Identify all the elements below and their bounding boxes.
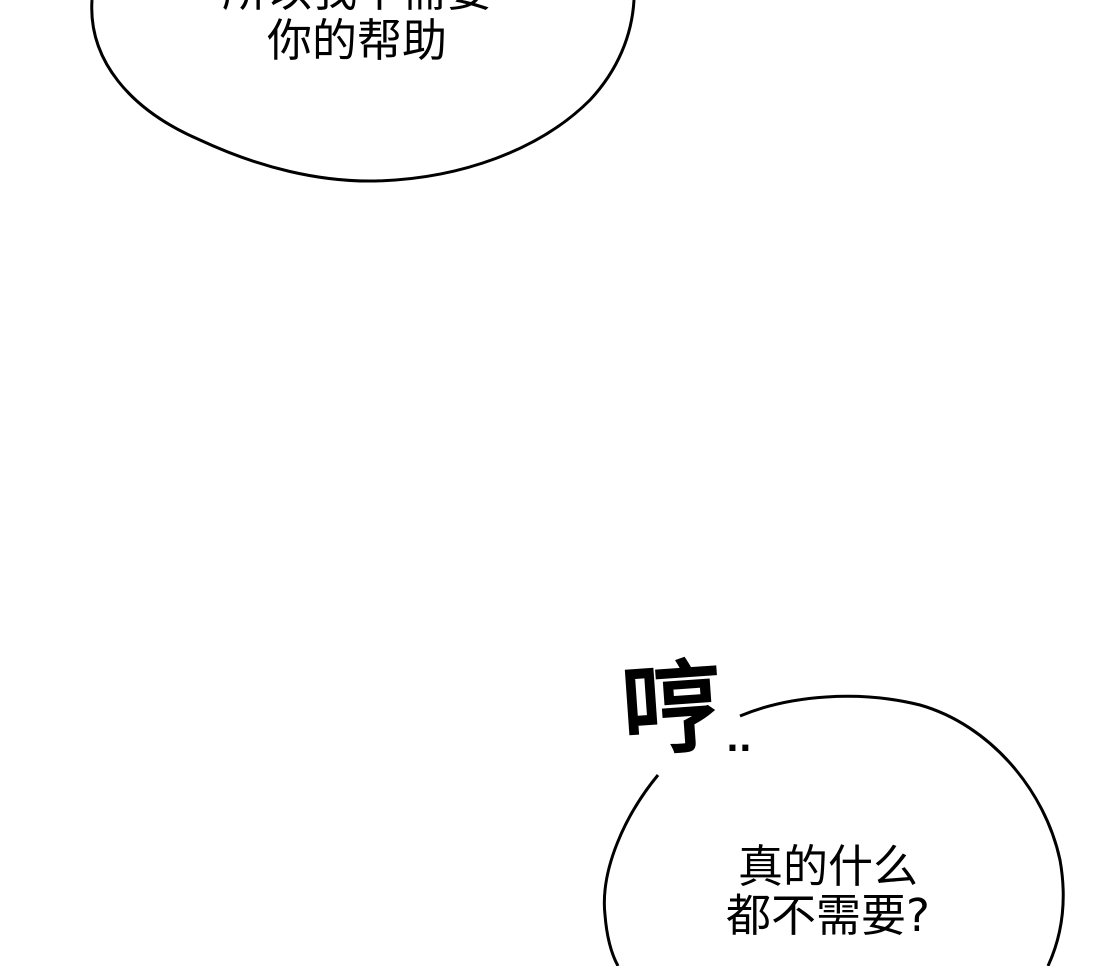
bottom-speech-bubble [602,694,1065,966]
bottom-bubble-line-1: 真的什么 [737,840,918,893]
bottom-bubble-line-2: 都不需要? [726,889,930,942]
top-speech-bubble [90,0,636,183]
top-bubble-line-1: 所以我不需要 [157,0,557,15]
sound-effect-hmph: 哼 [618,647,726,772]
sound-effect-dots: .. [726,720,752,760]
top-bubble-line-2: 你的帮助 [266,14,447,67]
